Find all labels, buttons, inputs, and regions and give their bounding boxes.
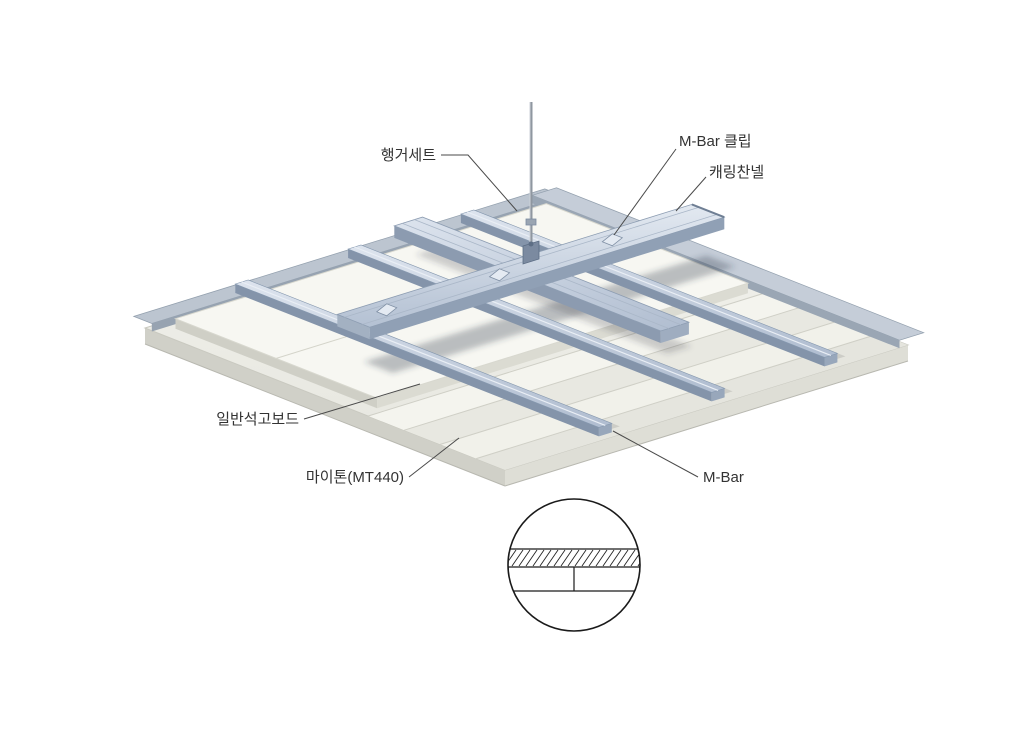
hanger-set [522,102,540,265]
cross-channel-end-cap [660,322,689,343]
miton-strip [440,319,880,459]
label-mbar: M-Bar [703,469,744,486]
miton-strip [476,333,908,470]
section-hatch [508,549,640,567]
carrying-channel-groove [344,206,700,318]
gypsum-left-edge-face [175,318,378,409]
leader-hanger-set [441,154,518,212]
deck-bottom-edge [144,343,506,487]
detail-section-drawing [508,548,640,592]
m-bar-clips [375,233,624,317]
m-bar-clip-3 [601,233,624,247]
detail-circle-outline [507,498,641,632]
label-mbar-clip: M-Bar 클립 [679,133,752,150]
miton-strip [368,291,808,431]
carrying-channel-groove [362,214,718,325]
m-bar-1 [234,279,613,437]
carrying-channel-left-cap [337,314,370,340]
detail-inset-circle [507,498,641,632]
m-bar-side-face [235,284,599,437]
m-bar-highlight [241,281,606,426]
hanger-bolt [528,241,534,247]
carrying-channel-front-face [369,217,725,340]
hanger-nut [525,218,537,226]
carrying-channel [336,203,726,340]
miton-strip [404,305,844,445]
leader-mbar [612,430,699,478]
hanger-bracket [522,240,540,265]
leader-carrying-channel [675,176,707,212]
label-gypsum-board: 일반석고보드 [216,411,299,428]
leader-mbar-clip [613,148,677,236]
deck-bottom-edge [504,360,909,487]
m-bar-highlight [354,246,719,391]
m-bar-highlight [467,211,832,356]
label-miton: 마이톤(MT440) [306,469,404,486]
m-bar-clip-2 [488,268,511,282]
label-hanger-set: 행거세트 [381,147,436,164]
text-labels: 행거세트 M-Bar 클립 캐링찬넬 일반석고보드 마이톤(MT440) M-B… [216,133,764,486]
carrying-channel-open-end [691,203,725,219]
leader-gypsum-board [303,383,421,420]
label-carrying-channel: 캐링찬넬 [709,164,764,181]
deck-right-front-face [505,345,908,486]
m-bar-clip-1 [375,303,398,317]
leader-miton [408,437,460,478]
deck-left-front-face [145,328,505,486]
leader-lines [303,148,707,478]
